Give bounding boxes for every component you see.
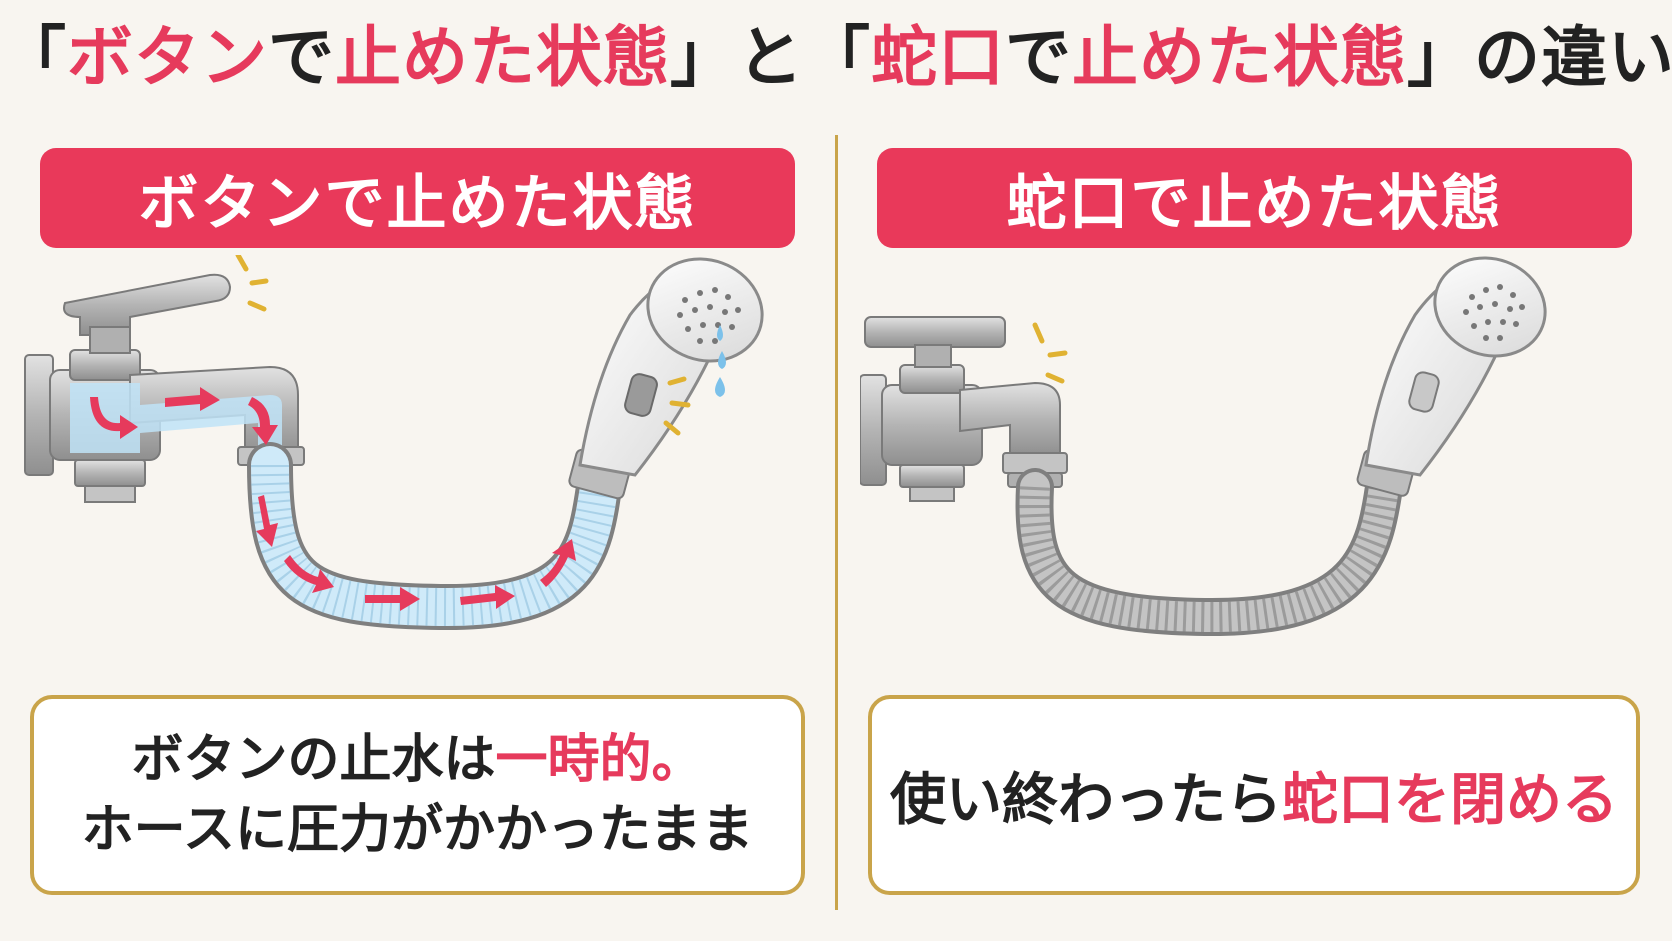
spout — [959, 381, 1061, 456]
valve-stem — [899, 364, 965, 394]
arrow-icon — [165, 387, 220, 411]
note-text: 使い終わったら — [890, 767, 1282, 833]
arrow-icon — [540, 539, 576, 587]
shower-head — [646, 257, 764, 363]
emphasis-marks-icon — [235, 255, 691, 436]
hose-water — [251, 446, 619, 627]
title-connector: と — [737, 19, 804, 96]
title-suffix: の違い — [1474, 19, 1672, 96]
note-button-stopped: ボタンの止水は一時的。 ホースに圧力がかかったまま — [30, 695, 805, 895]
title-stopped-state: 止めた状態 — [1072, 19, 1407, 96]
note-line-2: ホースに圧力がかかったまま — [81, 800, 754, 860]
arrow-icon — [460, 585, 515, 609]
title-bracket: 」 — [670, 19, 737, 96]
note-highlight: 蛇口を閉める — [1282, 767, 1618, 833]
title-bracket: 」 — [1407, 19, 1474, 96]
title-de: で — [1005, 19, 1072, 96]
lever-handle — [63, 273, 232, 336]
bottom-nut — [74, 459, 146, 487]
water-drop-icon — [715, 377, 725, 397]
flow-arrows — [90, 387, 576, 611]
shower-nozzles — [1463, 284, 1525, 341]
title-button-word: ボタン — [67, 19, 268, 96]
arrow-icon — [256, 495, 278, 547]
lever-handle — [864, 316, 1006, 348]
banner-button-stopped: ボタンで止めた状態 — [40, 148, 795, 248]
illustration-faucet-stopped — [860, 256, 1547, 637]
water-drop-icon — [718, 351, 726, 369]
illustration-button-stopped — [24, 255, 764, 631]
note-line-1: ボタンの止水は一時的。 — [131, 725, 703, 795]
shower-head — [1433, 256, 1547, 358]
bottom-nut — [899, 464, 965, 488]
bottom-outlet — [84, 485, 136, 503]
bottom-outlet — [909, 486, 955, 502]
arrow-icon — [365, 587, 420, 611]
lever-base — [914, 344, 952, 368]
title-stopped-state: 止めた状態 — [335, 19, 670, 96]
lever-base — [89, 326, 131, 354]
note-text: ボタンの止水は — [131, 730, 496, 790]
title-faucet-word: 蛇口 — [871, 19, 1005, 96]
banner-faucet-stopped: 蛇口で止めた状態 — [877, 148, 1632, 248]
note-line: 使い終わったら蛇口を閉める — [890, 755, 1618, 836]
page-title: 「ボタンで止めた状態」と「蛇口で止めた状態」の違い — [0, 8, 1672, 108]
title-de: で — [268, 19, 335, 96]
emphasis-marks-icon — [1032, 322, 1068, 384]
title-bracket: 「 — [0, 19, 67, 96]
note-highlight: 一時的。 — [495, 730, 704, 790]
arrow-icon — [248, 397, 278, 445]
stop-button — [1408, 371, 1440, 413]
center-divider — [835, 135, 838, 910]
arrow-icon — [90, 397, 138, 439]
arrow-icon — [284, 555, 334, 593]
wall-plate — [24, 354, 54, 476]
hose-inner — [1019, 465, 1400, 633]
stop-button — [624, 373, 658, 417]
title-bracket: 「 — [804, 19, 871, 96]
note-faucet-stopped: 使い終わったら蛇口を閉める — [868, 695, 1640, 895]
shower-nozzles — [677, 287, 741, 344]
water-drop-icon — [717, 325, 723, 341]
